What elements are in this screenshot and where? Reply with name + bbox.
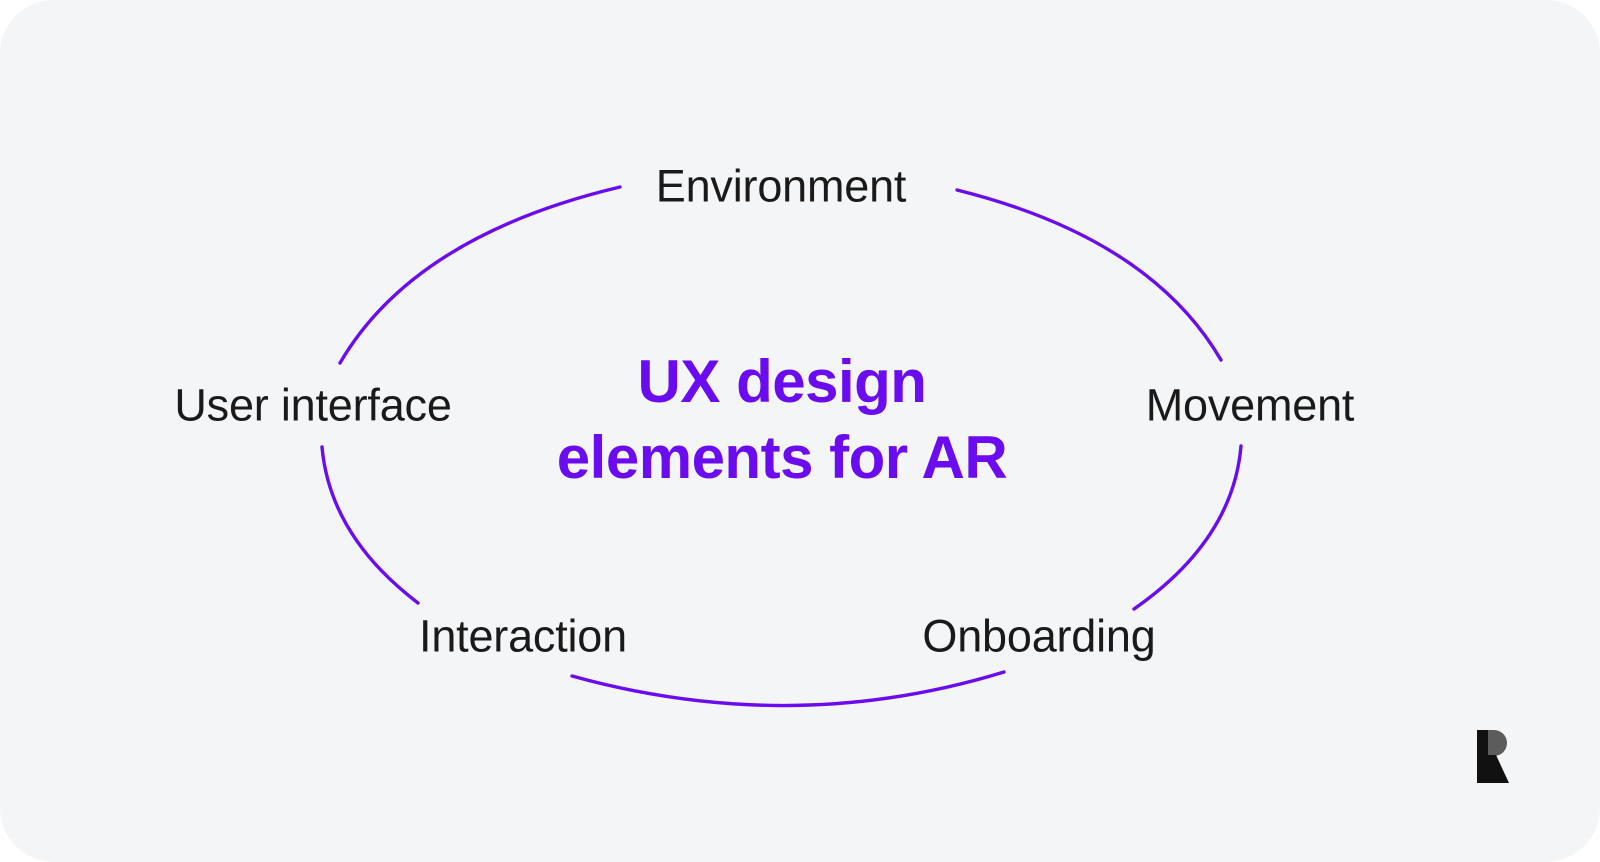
logo-leg (1488, 755, 1509, 783)
edge-user-interface-environment (338, 185, 622, 365)
center-title-line-2: elements for AR (556, 424, 1008, 491)
edge-onboarding-interaction (570, 670, 1006, 708)
node-user-interface: User interface (174, 379, 452, 431)
edge-environment-movement (955, 188, 1223, 362)
brand-r-logo-icon (1477, 730, 1509, 783)
logo-stem (1477, 730, 1488, 783)
node-onboarding: Onboarding (922, 610, 1156, 662)
node-environment: Environment (655, 160, 907, 212)
center-title: UX design elements for AR (556, 344, 1008, 496)
edge-interaction-user-interface (320, 445, 420, 605)
edge-movement-onboarding (1132, 444, 1243, 611)
center-title-line-1: UX design (637, 348, 927, 415)
logo-bowl (1488, 730, 1507, 756)
node-interaction: Interaction (419, 610, 627, 662)
node-movement: Movement (1145, 379, 1355, 431)
